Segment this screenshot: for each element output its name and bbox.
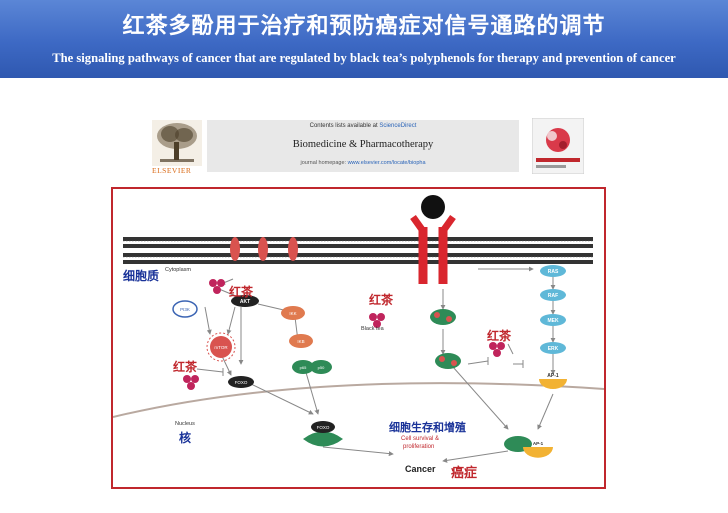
pathway-diagram-graphic: PI3K AKT mTOR FOXO IKK IKB p65 p50: [113, 195, 604, 463]
p65-label: p65: [300, 365, 307, 370]
black-tea-cn-label-4: 红茶: [487, 329, 512, 343]
tea-polyphenol-dots: [183, 279, 505, 390]
mapk-cascade: [540, 265, 566, 354]
nuclear-membrane: [113, 382, 604, 418]
cancer-en-label: Cancer: [405, 464, 436, 474]
page-subtitle: The signaling pathways of cancer that ar…: [52, 51, 676, 65]
nucleus-cn-label: 核: [179, 431, 192, 445]
akt-node: [231, 295, 259, 307]
jak-receptor: [410, 195, 456, 284]
contents-line: Contents lists available at ScienceDirec…: [207, 123, 519, 129]
ap1-label: AP-1: [547, 373, 559, 379]
ap1-node: [539, 379, 567, 389]
nucleus-foxo-label: FOXO: [317, 425, 330, 430]
black-tea-en-label: Black tea: [361, 326, 384, 332]
journal-banner: Contents lists available at ScienceDirec…: [207, 120, 519, 172]
ikb-node: [289, 334, 313, 348]
cytoplasm-cn-label: 细胞质: [123, 269, 160, 283]
membrane-channel: [230, 237, 298, 261]
title-banner: 红茶多酚用于治疗和预防癌症对信号通路的调节 The signaling path…: [0, 0, 728, 78]
pi3k-label: PI3K: [180, 307, 190, 312]
cancer-cn-label: 癌症: [451, 466, 478, 481]
cell-survival-en-label-2: proliferation: [403, 444, 435, 450]
mek-label: MEK: [547, 318, 559, 324]
publisher-name: ELSEVIER: [152, 166, 192, 175]
nfkb-complex: [292, 360, 332, 374]
page-title: 红茶多酚用于治疗和预防癌症对信号通路的调节: [122, 14, 606, 39]
cell-membrane: [123, 237, 593, 264]
homepage-line: journal homepage: www.elsevier.com/locat…: [207, 160, 519, 166]
nucleus-foxo-nfkb: [303, 421, 343, 447]
black-tea-cn-label-2: 红茶: [369, 293, 394, 307]
nucleus-ap1-stat: [504, 436, 553, 458]
cell-survival-en-label-1: Cell survival &: [401, 436, 440, 442]
nucleus-en-label: Nucleus: [175, 421, 195, 427]
nucleus-ap1-label: AP-1: [533, 441, 544, 446]
ras-label: RAS: [548, 269, 559, 275]
journal-cover-image: [531, 117, 585, 175]
foxo-node: [228, 376, 254, 388]
pathway-diagram: PI3K AKT mTOR FOXO IKK IKB p65 p50: [111, 187, 606, 489]
pi3k-node: [172, 300, 198, 318]
ikk-label: IKK: [289, 311, 296, 316]
ikk-node: [281, 306, 305, 320]
homepage-url[interactable]: www.elsevier.com/locate/biopha: [347, 160, 426, 166]
stat-complex: [430, 309, 461, 369]
elsevier-logo: ELSEVIER: [152, 120, 202, 175]
p50-label: p50: [318, 365, 325, 370]
contents-prefix: Contents lists available at: [309, 123, 378, 129]
cytoplasm-en-label: Cytoplasm: [165, 267, 191, 273]
black-tea-cn-label-1: 红茶: [229, 285, 254, 299]
black-tea-cn-label-3: 红茶: [173, 360, 198, 374]
journal-name: Biomedicine & Pharmacotherapy: [292, 139, 434, 150]
elsevier-tree-icon: [152, 120, 202, 166]
raf-label: RAF: [548, 293, 558, 299]
journal-header: ELSEVIER Contents lists available at Sci…: [152, 117, 585, 176]
mtor-node: [206, 332, 236, 362]
journal-cover: [531, 117, 585, 175]
homepage-prefix: journal homepage:: [300, 160, 347, 166]
cell-survival-cn-label: 细胞生存和增殖: [389, 421, 466, 434]
foxo-label: FOXO: [235, 380, 248, 385]
akt-label: AKT: [240, 299, 250, 305]
erk-label: ERK: [548, 346, 559, 352]
ikb-label: IKB: [297, 339, 304, 344]
mtor-label: mTOR: [214, 345, 228, 350]
sciencedirect-link[interactable]: ScienceDirect: [379, 123, 417, 129]
